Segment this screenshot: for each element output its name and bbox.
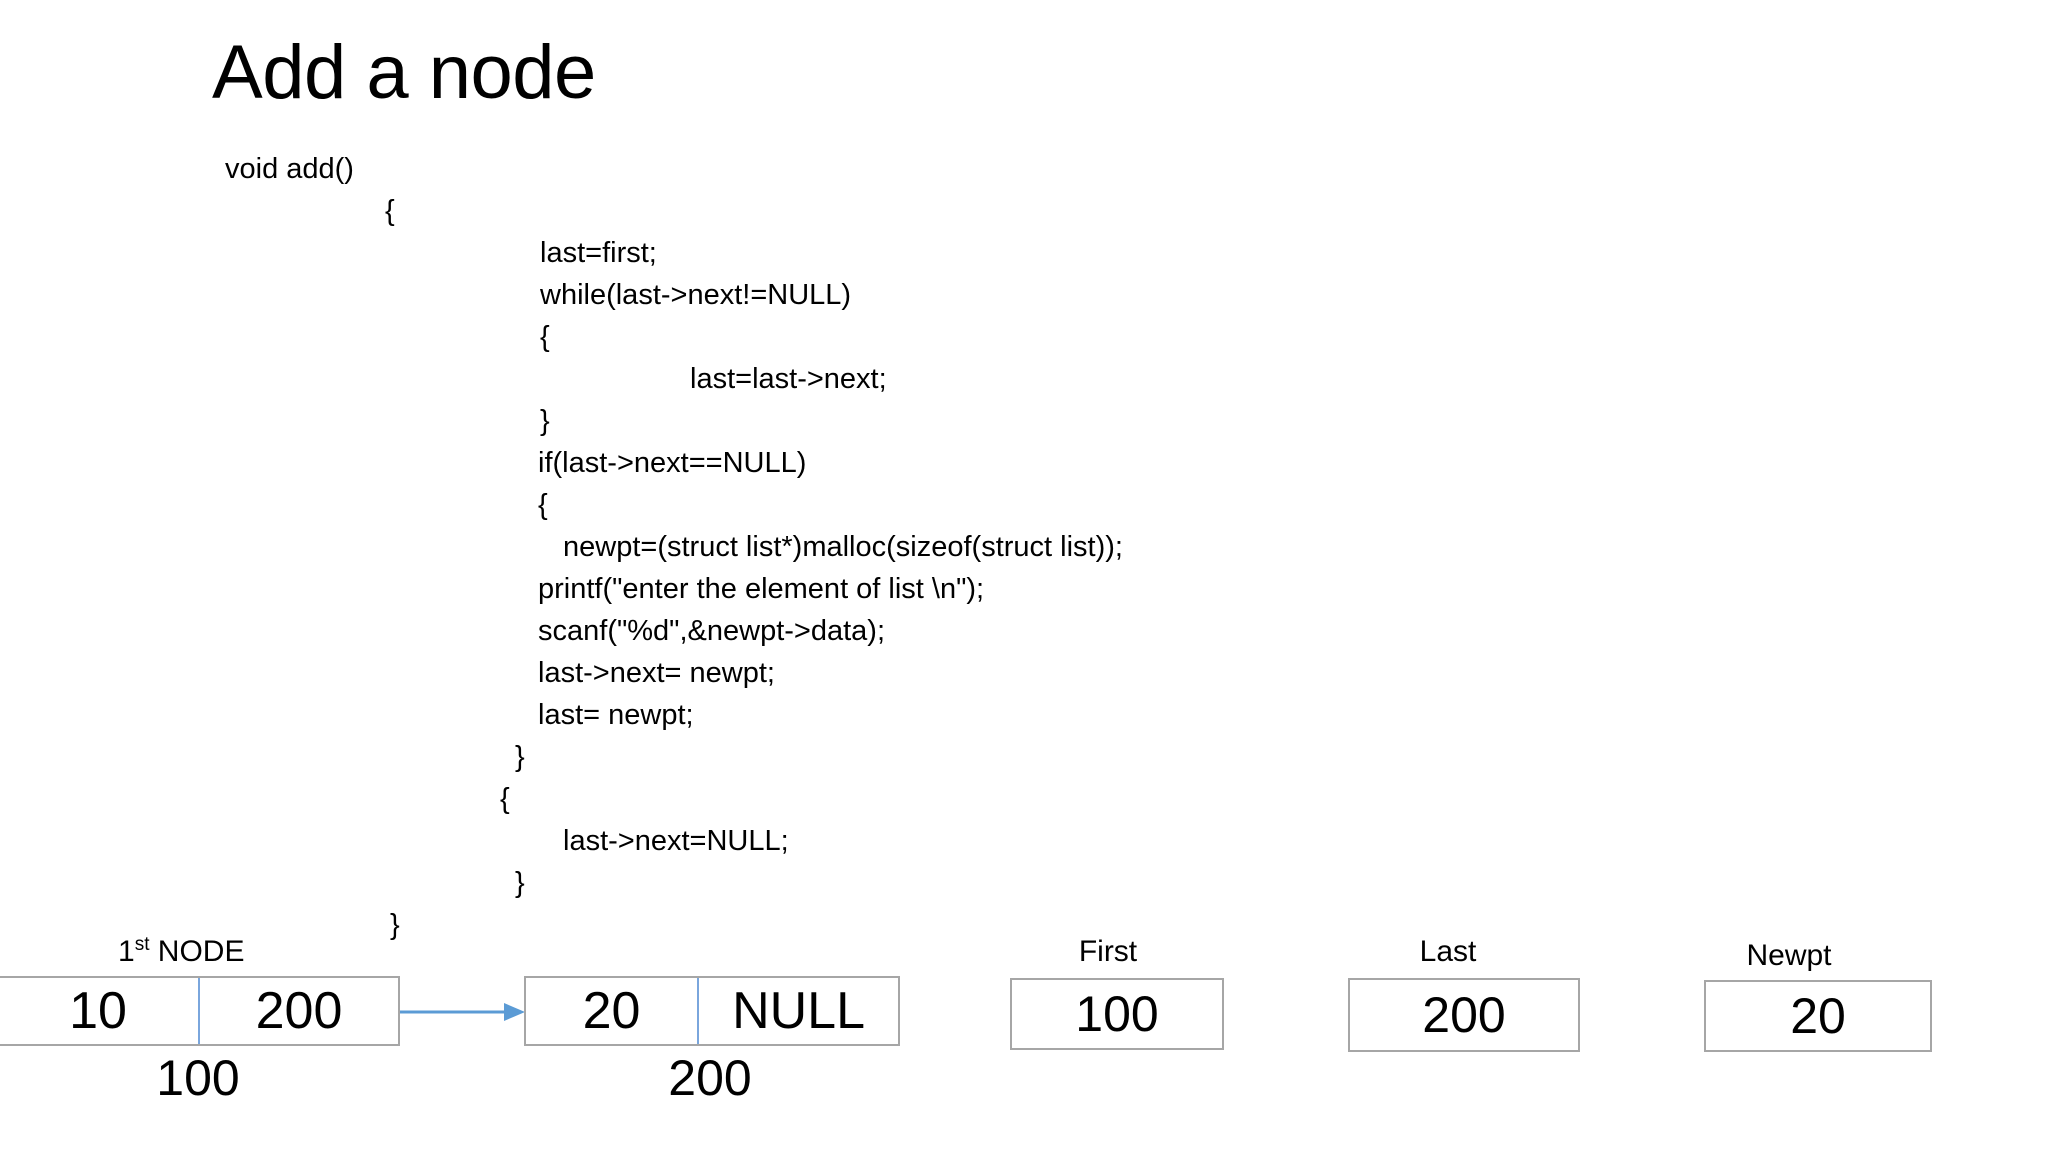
node-2-box: 20 NULL <box>524 976 900 1046</box>
code-line: scanf("%d",&newpt->data); <box>538 615 886 647</box>
first-pointer-box: 100 <box>1010 978 1224 1050</box>
code-line: last->next=NULL; <box>563 825 789 857</box>
node-1-caption-text: NODE <box>149 935 245 968</box>
linked-list-diagram: 1st NODE 10 200 100 20 NULL 200 First 10… <box>0 920 2048 1152</box>
node-2-address-label: 200 <box>668 1050 752 1106</box>
code-line: { <box>540 321 550 353</box>
newpt-pointer-box: 20 <box>1704 980 1932 1052</box>
node-1-caption-ordinal-suffix: st <box>134 934 150 955</box>
code-line: while(last->next!=NULL) <box>540 279 852 311</box>
last-pointer-box: 200 <box>1348 978 1580 1052</box>
node-1-data-cell: 10 <box>69 982 127 1040</box>
node-1-address-label: 100 <box>156 1050 240 1106</box>
page-title: Add a node <box>212 30 596 115</box>
code-line: } <box>540 405 550 437</box>
next-pointer-arrow-icon <box>400 1003 525 1021</box>
code-line: { <box>385 195 395 227</box>
code-line: } <box>515 867 525 899</box>
code-block: void add() { last=first; while(last->nex… <box>0 148 2048 946</box>
node-1-box: 10 200 <box>0 976 400 1046</box>
code-line: last=first; <box>540 237 657 269</box>
node-1-caption-number: 1 <box>118 935 135 968</box>
code-line: newpt=(struct list*)malloc(sizeof(struct… <box>563 531 1123 563</box>
node-2-next-cell: NULL <box>697 978 898 1044</box>
node-1-caption: 1st NODE <box>118 934 244 970</box>
code-line: { <box>500 783 510 815</box>
last-pointer-label: Last <box>1419 935 1477 968</box>
first-pointer-label: First <box>1078 935 1138 968</box>
node-1-next-cell: 200 <box>198 978 398 1044</box>
code-line: void add() <box>225 153 354 185</box>
node-2-data-cell: 20 <box>582 982 641 1040</box>
code-line: last=last->next; <box>690 363 887 395</box>
newpt-pointer-label: Newpt <box>1746 939 1832 972</box>
code-line: if(last->next==NULL) <box>538 447 807 479</box>
code-line: last= newpt; <box>538 699 694 731</box>
code-line: } <box>390 909 400 941</box>
code-line: { <box>538 489 548 521</box>
code-line: } <box>515 741 525 773</box>
code-line: last->next= newpt; <box>538 657 775 689</box>
code-line: printf("enter the element of list \n"); <box>538 573 985 605</box>
